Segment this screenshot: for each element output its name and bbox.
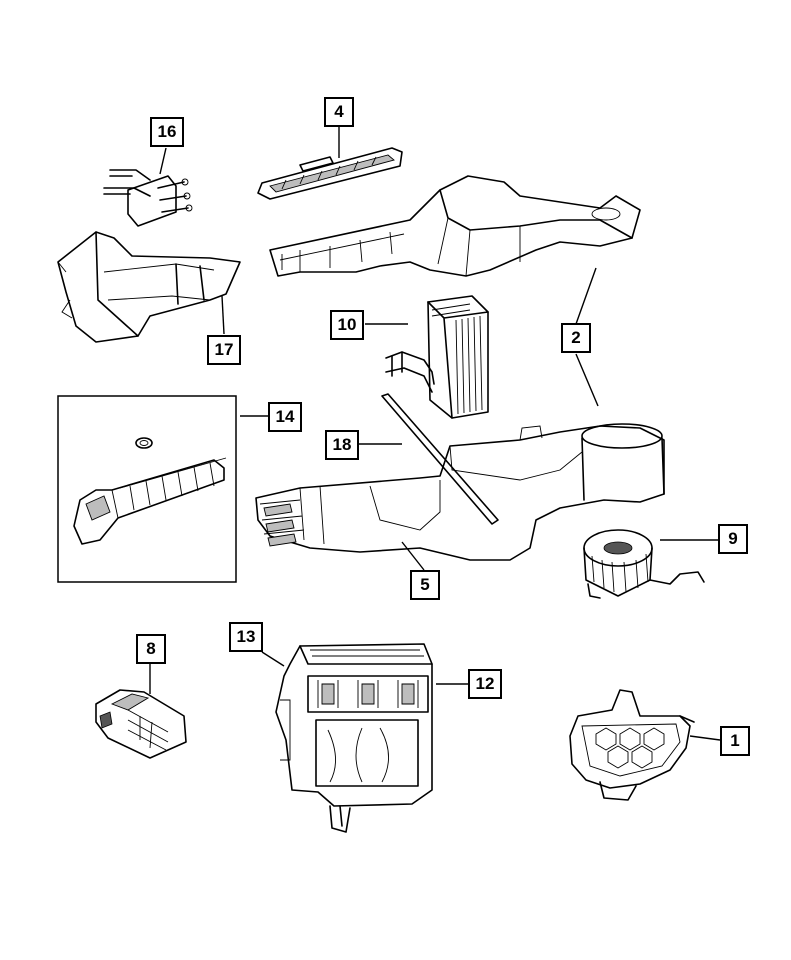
callout-13: 13 [229,622,263,652]
part-18-support-rod [381,393,499,525]
callout-12: 12 [468,669,502,699]
callout-4: 4 [324,97,354,127]
callout-14: 14 [268,402,302,432]
part-10-evaporator [385,295,489,419]
part-16-heater-core-tubes [103,169,193,227]
callout-8: 8 [136,634,166,664]
leader-lines [149,127,721,741]
callout-18: 18 [325,430,359,460]
leader-2a [575,267,597,325]
part-1-blower-housing [569,689,695,801]
part-4-defroster-duct [257,147,403,200]
part-2-upper-housing [269,175,641,277]
leader-17 [221,295,225,335]
part-8-blower-resistor [95,689,187,759]
leader-1 [689,735,721,741]
leader-16 [159,147,167,175]
callout-9: 9 [718,524,748,554]
callout-17: 17 [207,335,241,365]
leader-13 [261,651,285,667]
leader-2b [575,353,599,407]
callout-16: 16 [150,117,184,147]
callout-5: 5 [410,570,440,600]
part-12-13-hvac-module [275,643,433,833]
part-5-lower-housing [255,423,665,561]
callout-2: 2 [561,323,591,353]
part-17-distribution-housing [57,231,241,343]
leader-5 [401,541,425,571]
part-9-blower-motor [583,529,705,599]
part-14-air-filter [73,437,227,545]
part-14-detail-box [57,395,237,583]
callout-1: 1 [720,726,750,756]
callout-10: 10 [330,310,364,340]
